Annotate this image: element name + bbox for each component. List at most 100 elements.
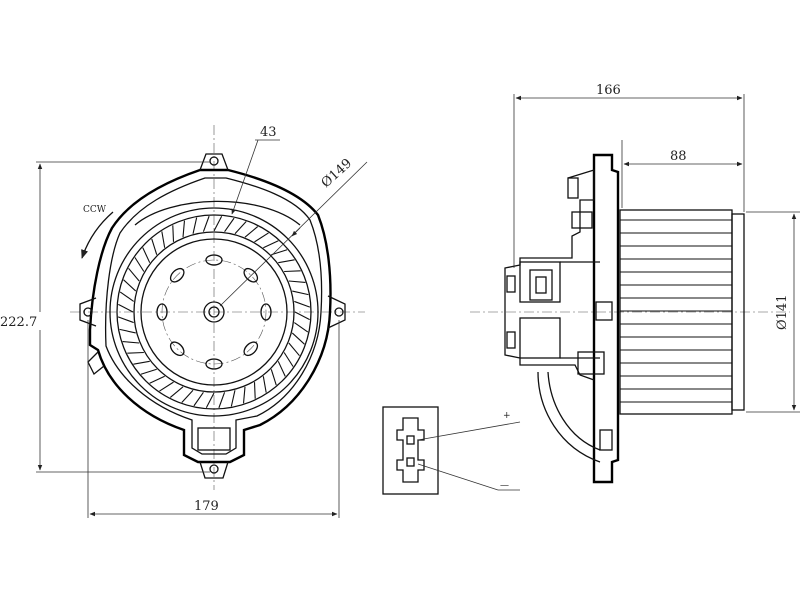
plus-label: + bbox=[503, 411, 511, 421]
fan-blade bbox=[292, 290, 309, 296]
wheel-outer-ring bbox=[109, 207, 319, 417]
bolt-circle bbox=[161, 259, 267, 365]
side-connector-pin bbox=[535, 276, 547, 294]
fan-blade bbox=[230, 390, 236, 407]
fan-blade bbox=[149, 375, 165, 384]
positive-leader bbox=[417, 421, 521, 441]
wheel-end-ring bbox=[731, 213, 745, 411]
right-mount-tab bbox=[327, 295, 346, 329]
front-view: CCW 222.7 179 43 Ø149 bbox=[0, 125, 368, 518]
lower-boss bbox=[577, 351, 605, 375]
fan-blade bbox=[242, 386, 246, 404]
right-mount-hole bbox=[334, 307, 344, 317]
pin-negative bbox=[406, 457, 415, 467]
housing-inner-line bbox=[104, 177, 323, 455]
side-view: 166 88 Ø141 bbox=[470, 83, 800, 484]
housing-tab-top bbox=[567, 177, 579, 199]
lower-clip bbox=[599, 429, 613, 451]
fan-blade bbox=[117, 316, 134, 324]
fan-blade bbox=[284, 270, 301, 273]
wheel-inner-ring bbox=[133, 231, 295, 393]
fan-blade bbox=[172, 225, 175, 242]
fan-blade bbox=[169, 386, 184, 398]
fan-blade bbox=[161, 231, 166, 248]
fan-blade bbox=[291, 332, 305, 345]
intake-arc bbox=[134, 200, 301, 226]
fan-blade bbox=[122, 340, 140, 344]
top-mount-hole bbox=[209, 156, 219, 166]
connector-housing bbox=[197, 427, 231, 451]
fan-blade bbox=[294, 311, 310, 321]
dim-88-label: 88 bbox=[670, 149, 687, 164]
dim-149-arrow bbox=[291, 227, 301, 237]
lower-scroll-inner bbox=[547, 371, 601, 451]
fan-blade bbox=[271, 249, 288, 256]
fan-blade bbox=[119, 328, 136, 334]
flange-clip bbox=[595, 301, 613, 321]
motor-hole bbox=[205, 358, 223, 370]
motor-hole bbox=[169, 267, 185, 283]
fan-blade bbox=[128, 267, 140, 282]
left-clip bbox=[87, 351, 105, 376]
wheel-ring-2 bbox=[116, 214, 312, 410]
dim-141-label: Ø141 bbox=[775, 295, 790, 330]
dim-width-label: 179 bbox=[194, 499, 219, 514]
fan-blade bbox=[288, 342, 300, 357]
motor-side-box-2 bbox=[519, 317, 561, 359]
fan-blade bbox=[133, 360, 150, 365]
fan-blade bbox=[277, 361, 286, 377]
dim-149-label: Ø149 bbox=[319, 156, 355, 191]
fan-blade bbox=[140, 368, 157, 375]
rotation-label: CCW bbox=[83, 205, 107, 215]
motor-hole bbox=[243, 341, 259, 357]
fan-blade bbox=[193, 391, 204, 407]
bottom-mount-hole bbox=[209, 464, 219, 474]
fan-blade bbox=[142, 247, 151, 263]
minus-label: — bbox=[500, 481, 509, 491]
fan-blade bbox=[123, 279, 137, 292]
pin-positive bbox=[406, 435, 415, 445]
fan-blade bbox=[119, 291, 135, 302]
fan-blade bbox=[244, 226, 259, 238]
fan-blade bbox=[293, 322, 309, 333]
motor-hole bbox=[260, 303, 272, 321]
fan-blade bbox=[151, 238, 158, 255]
upper-housing bbox=[504, 169, 595, 381]
side-stud-top bbox=[506, 275, 516, 293]
fan-blade bbox=[294, 300, 311, 308]
motor-side-box bbox=[519, 261, 561, 303]
fan-blade bbox=[262, 376, 267, 393]
dim-43-label: 43 bbox=[260, 125, 277, 140]
wheel-fins bbox=[620, 219, 732, 403]
fan-blade bbox=[283, 352, 294, 367]
ccw-arrow bbox=[81, 211, 114, 259]
fan-blade bbox=[234, 221, 247, 235]
fan-blade bbox=[254, 232, 269, 243]
motor-hole bbox=[156, 303, 168, 321]
shaft-hub bbox=[203, 301, 225, 323]
fan-blade bbox=[253, 382, 256, 399]
dim-height-label: 222.7 bbox=[0, 315, 37, 330]
dim-43-leader bbox=[231, 139, 259, 215]
fan-blade bbox=[159, 381, 174, 392]
motor-plate bbox=[140, 238, 288, 386]
shaft bbox=[208, 306, 220, 318]
negative-leader bbox=[417, 463, 499, 491]
fan-blade bbox=[218, 392, 226, 409]
side-stud-bottom bbox=[506, 331, 516, 349]
motor-hole bbox=[169, 341, 185, 357]
fan-blade bbox=[192, 217, 198, 234]
fan-blade bbox=[118, 303, 134, 313]
fan-blade bbox=[288, 280, 306, 284]
fan-blade bbox=[205, 392, 215, 408]
fan-blades bbox=[117, 215, 311, 409]
lower-scroll bbox=[537, 371, 601, 463]
fan-blade bbox=[134, 257, 145, 272]
fan-blade bbox=[202, 215, 210, 232]
connector-plug bbox=[396, 417, 425, 483]
motor-holes bbox=[156, 254, 272, 370]
bottom-mount-tab bbox=[199, 461, 229, 479]
fan-blade bbox=[213, 216, 223, 232]
connector-frame bbox=[382, 406, 439, 495]
